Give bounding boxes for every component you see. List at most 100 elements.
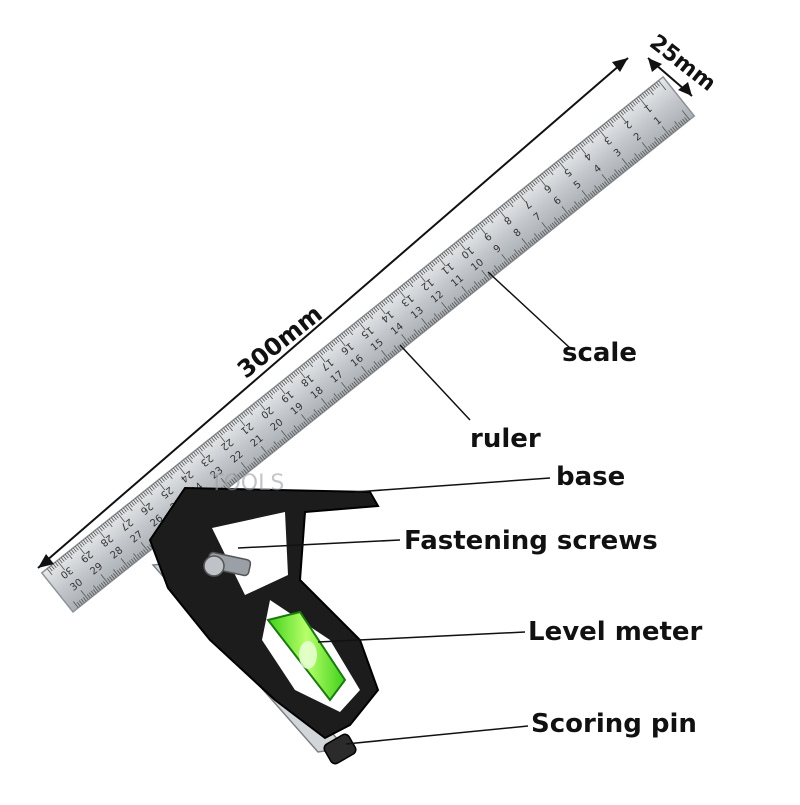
ruler-tick <box>271 389 276 394</box>
ruler-tick <box>281 438 286 444</box>
ruler-tick <box>203 443 207 449</box>
ruler-tick <box>339 392 344 397</box>
ruler-tick <box>379 360 384 365</box>
ruler-tick <box>143 549 147 554</box>
ruler-tick <box>621 158 630 169</box>
ruler-tick <box>73 601 79 608</box>
ruler-tick <box>307 360 313 368</box>
ruler-tick <box>114 514 119 519</box>
ruler-tick <box>199 446 203 452</box>
ruler-number-bottom: 4 <box>592 163 604 176</box>
ruler-tick <box>381 358 386 364</box>
ruler-tick <box>353 377 360 385</box>
ruler-tick <box>120 558 129 568</box>
ruler-tick <box>247 465 252 471</box>
ruler-tick <box>313 413 318 418</box>
ruler-tick <box>351 325 356 330</box>
ruler-tick <box>523 245 528 250</box>
ruler-tick <box>163 475 167 481</box>
ruler-tick <box>417 329 422 335</box>
ruler-tick <box>554 217 560 225</box>
ruler-tick <box>571 206 576 212</box>
ruler-tick <box>610 118 614 124</box>
ruler-tick <box>179 462 183 468</box>
ruler-tick <box>93 585 99 592</box>
ruler-tick <box>479 222 484 228</box>
ruler-tick <box>401 342 406 348</box>
ruler-tick <box>92 589 97 594</box>
ruler-tick <box>263 453 268 458</box>
ruler-tick <box>343 331 348 337</box>
ruler-tick <box>451 245 456 250</box>
ruler-tick <box>293 371 298 377</box>
ruler-tick <box>253 457 260 464</box>
ruler-tick <box>411 277 416 282</box>
ruler-tick <box>451 302 456 308</box>
ruler-tick <box>283 437 288 442</box>
ruler-tick <box>433 259 438 265</box>
ruler-tick <box>648 88 654 96</box>
ruler-tick <box>507 200 514 208</box>
ruler-tick <box>551 222 556 228</box>
ruler-tick <box>459 296 464 301</box>
ruler-tick <box>319 350 324 356</box>
ruler-tick <box>628 104 634 112</box>
ruler-tick <box>349 326 354 332</box>
ruler-tick <box>577 201 582 207</box>
ruler-tick <box>267 449 272 455</box>
ruler-tick <box>255 402 260 407</box>
ruler-tick <box>333 393 340 400</box>
ruler-tick <box>307 417 312 423</box>
ruler-tick <box>541 173 546 178</box>
ruler-number-top: 6 <box>541 182 553 195</box>
ruler-tick <box>84 538 89 543</box>
ruler-tick <box>409 278 414 284</box>
ruler-tick <box>481 270 490 281</box>
ruler-tick <box>634 153 640 161</box>
ruler-tick <box>90 590 95 596</box>
ruler-tick <box>92 531 97 537</box>
ruler-tick <box>295 370 300 375</box>
ruler-tick <box>620 168 624 173</box>
ruler-number-bottom: 2 <box>632 131 644 144</box>
ruler-tick <box>479 280 484 285</box>
ruler-tick <box>519 248 524 253</box>
ruler-tick <box>441 253 446 258</box>
ruler-tick <box>445 250 450 255</box>
ruler-tick <box>271 446 276 452</box>
ruler-tick <box>319 408 324 413</box>
ruler-tick <box>367 369 372 375</box>
ruler-tick <box>401 285 406 290</box>
ruler-tick <box>650 144 654 149</box>
ruler-tick <box>329 342 334 348</box>
ruler-tick <box>640 152 644 157</box>
ruler-tick <box>491 213 496 218</box>
ruler-tick <box>133 499 137 505</box>
ruler-tick <box>74 546 79 551</box>
ruler-tick <box>602 182 606 188</box>
ruler-tick <box>249 406 253 412</box>
ruler-tick <box>437 256 446 267</box>
ruler-tick <box>401 334 410 345</box>
ruler-tick <box>509 198 514 204</box>
ruler-tick <box>581 190 590 201</box>
ruler-tick <box>233 419 237 425</box>
ruler-number-bottom: 6 <box>552 195 564 208</box>
leader-scoring-pin <box>345 725 529 745</box>
ruler-tick <box>293 429 298 434</box>
ruler-tick <box>587 136 594 144</box>
ruler-tick <box>341 333 346 338</box>
ruler-tick <box>155 482 159 487</box>
ruler-tick <box>291 430 296 436</box>
ruler-tick <box>113 569 119 576</box>
ruler-tick <box>469 230 474 236</box>
ruler-tick <box>589 134 594 140</box>
ruler-tick <box>612 174 616 180</box>
ruler-tick <box>283 379 288 385</box>
ruler-tick <box>80 590 89 600</box>
ruler-tick <box>455 242 460 247</box>
ruler-tick <box>110 574 115 580</box>
ruler-tick <box>327 344 334 352</box>
ruler-tick <box>624 165 628 170</box>
ruler-tick <box>381 350 390 361</box>
